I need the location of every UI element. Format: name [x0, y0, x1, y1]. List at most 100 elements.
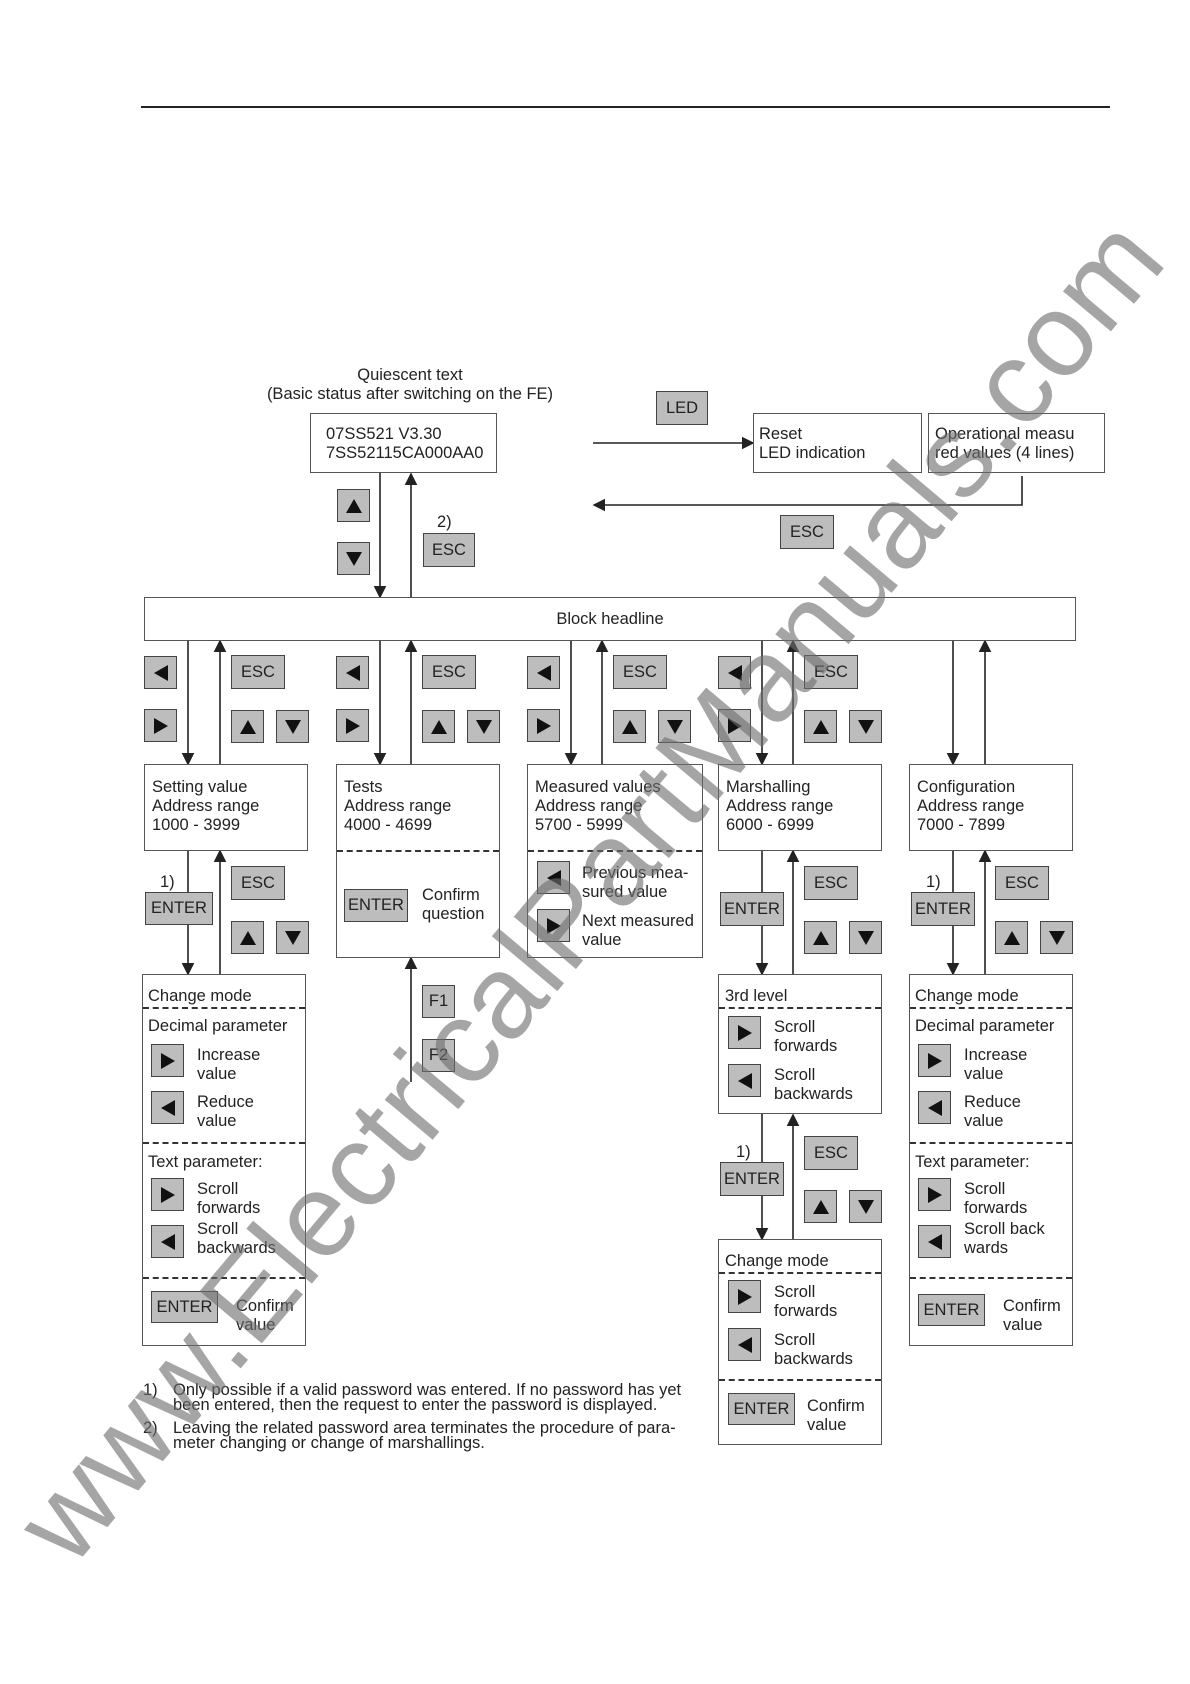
left-key[interactable]: [537, 861, 570, 894]
left-key[interactable]: [527, 656, 560, 689]
up-key[interactable]: [422, 710, 455, 743]
left-key[interactable]: [718, 656, 751, 689]
esc-key[interactable]: ESC: [780, 515, 834, 549]
up-key[interactable]: [231, 710, 264, 743]
confirm-line2: question: [422, 905, 485, 923]
esc-key[interactable]: ESC: [804, 1136, 858, 1170]
esc-key[interactable]: ESC: [995, 866, 1049, 900]
confirm-line2: value: [1003, 1316, 1043, 1334]
down-key[interactable]: [467, 710, 500, 743]
down-key[interactable]: [1040, 921, 1073, 954]
down-key[interactable]: [849, 710, 882, 743]
reduce-line1: Reduce: [197, 1093, 254, 1111]
left-key[interactable]: [151, 1091, 184, 1124]
down-key[interactable]: [849, 921, 882, 954]
enter-key[interactable]: ENTER: [911, 892, 975, 926]
up-arrow-icon: [812, 1199, 829, 1214]
block-range: 5700 - 5999: [535, 816, 624, 834]
down-key[interactable]: [849, 1190, 882, 1223]
block-headline-label: Block headline: [556, 610, 664, 628]
fwd-line1: Scroll: [774, 1018, 816, 1036]
enter-key[interactable]: ENTER: [344, 889, 408, 922]
left-key[interactable]: [336, 656, 369, 689]
enter-key[interactable]: ENTER: [728, 1393, 795, 1425]
left-arrow-icon: [345, 664, 360, 681]
right-key[interactable]: [336, 709, 369, 742]
left-key[interactable]: [728, 1064, 761, 1097]
right-key[interactable]: [728, 1280, 761, 1313]
left-arrow-icon: [153, 664, 168, 681]
text-param-label: Text parameter:: [148, 1153, 263, 1171]
down-key[interactable]: [658, 710, 691, 743]
quiescent-caption: Quiescent text (Basic status after switc…: [266, 366, 554, 403]
right-key[interactable]: [718, 709, 751, 742]
right-key[interactable]: [151, 1178, 184, 1211]
f2-key[interactable]: F2: [422, 1039, 455, 1072]
right-key[interactable]: [918, 1044, 951, 1077]
esc-key[interactable]: ESC: [804, 655, 858, 689]
up-arrow-icon: [812, 719, 829, 734]
esc-key[interactable]: ESC: [231, 866, 285, 900]
left-key[interactable]: [918, 1091, 951, 1124]
enter-key[interactable]: ENTER: [918, 1294, 985, 1326]
left-key[interactable]: [151, 1225, 184, 1258]
right-key[interactable]: [728, 1016, 761, 1049]
enter-key[interactable]: ENTER: [720, 1162, 784, 1196]
right-arrow-icon: [727, 717, 742, 734]
left-arrow-icon: [160, 1233, 175, 1250]
up-key[interactable]: [613, 710, 646, 743]
divider: [719, 1272, 881, 1274]
header-rule: [141, 106, 1110, 108]
up-key[interactable]: [337, 489, 370, 522]
block-range: 1000 - 3999: [152, 816, 241, 834]
left-key[interactable]: [918, 1225, 951, 1258]
enter-key[interactable]: ENTER: [145, 892, 213, 925]
divider: [910, 1277, 1072, 1279]
left-arrow-icon: [727, 664, 742, 681]
left-key[interactable]: [728, 1328, 761, 1361]
back-line2: backwards: [774, 1350, 853, 1368]
right-key[interactable]: [151, 1044, 184, 1077]
footnote-2-line2: meter changing or change of marshallings…: [173, 1434, 485, 1452]
down-key[interactable]: [337, 542, 370, 575]
up-key[interactable]: [804, 1190, 837, 1223]
right-arrow-icon: [345, 717, 360, 734]
right-key[interactable]: [527, 709, 560, 742]
f1-key[interactable]: F1: [422, 985, 455, 1018]
esc-key[interactable]: ESC: [231, 655, 285, 689]
esc-key[interactable]: ESC: [423, 533, 475, 567]
esc-key[interactable]: ESC: [422, 655, 476, 689]
block-range-label: Address range: [152, 797, 260, 815]
down-key[interactable]: [276, 710, 309, 743]
up-key[interactable]: [804, 921, 837, 954]
right-key[interactable]: [537, 909, 570, 942]
up-key[interactable]: [995, 921, 1028, 954]
fwd-line1: Scroll: [197, 1180, 239, 1198]
down-key[interactable]: [276, 921, 309, 954]
block-title: Marshalling: [726, 778, 811, 796]
right-key[interactable]: [144, 709, 177, 742]
led-key[interactable]: LED: [656, 391, 708, 425]
divider: [719, 1007, 881, 1009]
increase-line2: value: [964, 1065, 1004, 1083]
increase-line1: Increase: [197, 1046, 261, 1064]
footnote-1-line1: Only possible if a valid password was en…: [173, 1381, 682, 1399]
oper-line1: Operational measu: [935, 425, 1075, 443]
up-key[interactable]: [804, 710, 837, 743]
up-key[interactable]: [231, 921, 264, 954]
footnote-1-line2: been entered, then the request to enter …: [173, 1396, 658, 1414]
block-title: Tests: [344, 778, 383, 796]
left-arrow-icon: [927, 1099, 942, 1116]
esc-key[interactable]: ESC: [613, 655, 667, 689]
right-arrow-icon: [160, 1186, 175, 1203]
esc-key[interactable]: ESC: [804, 866, 858, 900]
note-mark-1: 1): [160, 873, 175, 891]
right-key[interactable]: [918, 1178, 951, 1211]
left-key[interactable]: [144, 656, 177, 689]
enter-key[interactable]: ENTER: [720, 892, 784, 926]
reduce-line2: value: [197, 1112, 237, 1130]
right-arrow-icon: [153, 717, 168, 734]
left-arrow-icon: [536, 664, 551, 681]
right-arrow-icon: [927, 1052, 942, 1069]
enter-key[interactable]: ENTER: [151, 1291, 218, 1323]
